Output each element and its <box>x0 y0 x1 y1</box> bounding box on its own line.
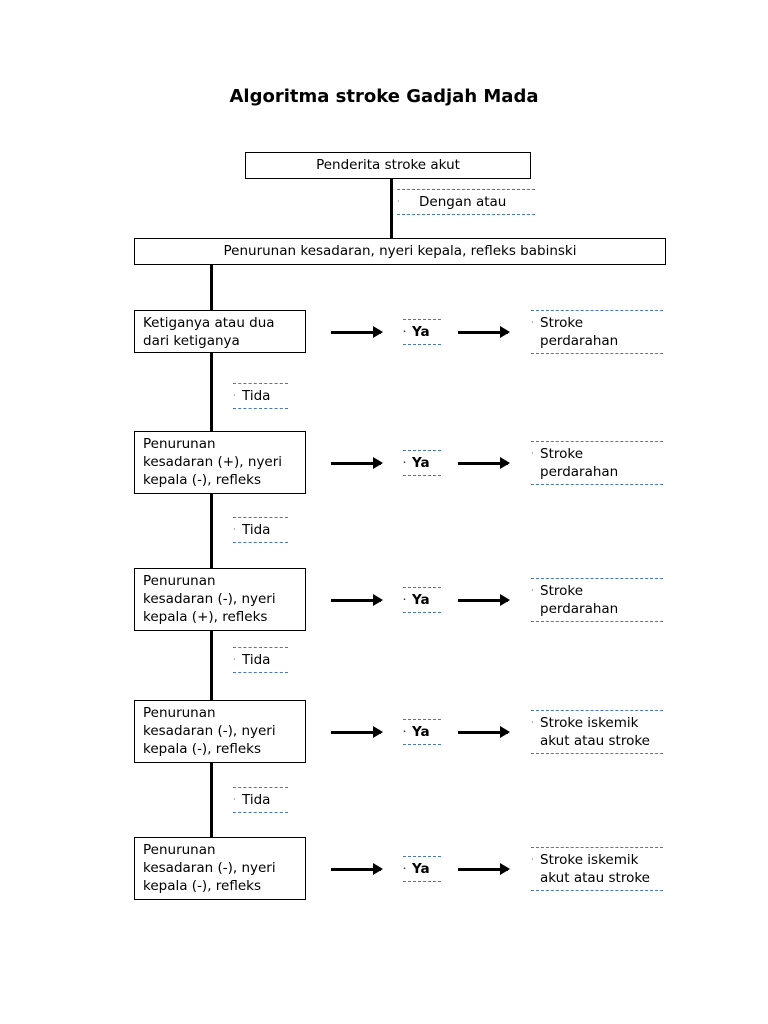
yes-label-text: Ya <box>412 861 430 877</box>
yes-label-text: Ya <box>412 455 430 471</box>
arrow-to-outcome-4 <box>458 726 510 738</box>
condition-box-3: Penurunan kesadaran (-), nyeri kepala (+),… <box>134 568 306 631</box>
yes-label-5: ·Ya <box>403 856 441 882</box>
no-label-text: Tida <box>242 792 271 808</box>
connector-line-top <box>390 179 393 239</box>
condition-line: Ketiganya atau dua <box>143 315 275 331</box>
condition-box-5: Penurunan kesadaran (-), nyeri kepala (-),… <box>134 837 306 900</box>
arrow-to-yes-5 <box>331 863 383 875</box>
condition-line: Penurunan <box>143 436 216 452</box>
condition-line: dari ketiganya <box>143 333 240 349</box>
arrow-to-yes-2 <box>331 457 383 469</box>
condition-line: kesadaran (-), nyeri <box>143 591 276 607</box>
condition-line: kepala (+), refleks <box>143 609 268 625</box>
no-label-text: Tida <box>242 522 271 538</box>
yes-label-text: Ya <box>412 724 430 740</box>
no-label-text: Tida <box>242 652 271 668</box>
yes-label-3: ·Ya <box>403 587 441 613</box>
yes-label-2: ·Ya <box>403 450 441 476</box>
condition-line: kepala (-), refleks <box>143 472 262 488</box>
page-title: Algoritma stroke Gadjah Mada <box>229 86 539 107</box>
arrow-to-yes-3 <box>331 594 383 606</box>
condition-line: Penurunan <box>143 573 216 589</box>
arrow-to-outcome-1 <box>458 326 510 338</box>
arrow-to-outcome-3 <box>458 594 510 606</box>
outcome-line: Stroke iskemik <box>540 715 639 731</box>
no-label-3: ·Tida <box>233 647 288 673</box>
no-label-text: Tida <box>242 388 271 404</box>
criteria-box: Penurunan kesadaran, nyeri kepala, refle… <box>134 238 666 265</box>
condition-box-4: Penurunan kesadaran (-), nyeri kepala (-),… <box>134 700 306 763</box>
condition-line: kesadaran (+), nyeri <box>143 454 283 470</box>
outcome-line: Stroke <box>540 583 584 599</box>
arrow-to-outcome-2 <box>458 457 510 469</box>
arrow-to-yes-4 <box>331 726 383 738</box>
no-label-1: ·Tida <box>233 383 288 409</box>
connector-label: · Dengan atau <box>397 189 535 215</box>
outcome-line: perdarahan <box>540 333 619 349</box>
start-box-label: Penderita stroke akut <box>316 157 460 173</box>
start-box: Penderita stroke akut <box>245 152 531 179</box>
outcome-line: Stroke <box>540 446 584 462</box>
yes-label-text: Ya <box>412 324 430 340</box>
condition-line: Penurunan <box>143 705 216 721</box>
condition-line: kepala (-), refleks <box>143 878 262 894</box>
outcome-line: perdarahan <box>540 464 619 480</box>
criteria-box-label: Penurunan kesadaran, nyeri kepala, refle… <box>223 243 577 259</box>
condition-box-2: Penurunan kesadaran (+), nyeri kepala (-),… <box>134 431 306 494</box>
no-label-4: ·Tida <box>233 787 288 813</box>
condition-box-1: Ketiganya atau dua dari ketiganya <box>134 310 306 353</box>
outcome-line: Stroke <box>540 315 584 331</box>
condition-line: kesadaran (-), nyeri <box>143 860 276 876</box>
condition-line: kesadaran (-), nyeri <box>143 723 276 739</box>
outcome-line: akut atau stroke <box>540 870 650 886</box>
yes-label-4: ·Ya <box>403 719 441 745</box>
yes-label-text: Ya <box>412 592 430 608</box>
arrow-to-outcome-5 <box>458 863 510 875</box>
outcome-line: akut atau stroke <box>540 733 650 749</box>
condition-line: kepala (-), refleks <box>143 741 262 757</box>
yes-label-1: ·Ya <box>403 319 441 345</box>
outcome-line: perdarahan <box>540 601 619 617</box>
condition-line: Penurunan <box>143 842 216 858</box>
arrow-to-yes-1 <box>331 326 383 338</box>
main-spine-line <box>210 265 213 837</box>
outcome-line: Stroke iskemik <box>540 852 639 868</box>
no-label-2: ·Tida <box>233 517 288 543</box>
